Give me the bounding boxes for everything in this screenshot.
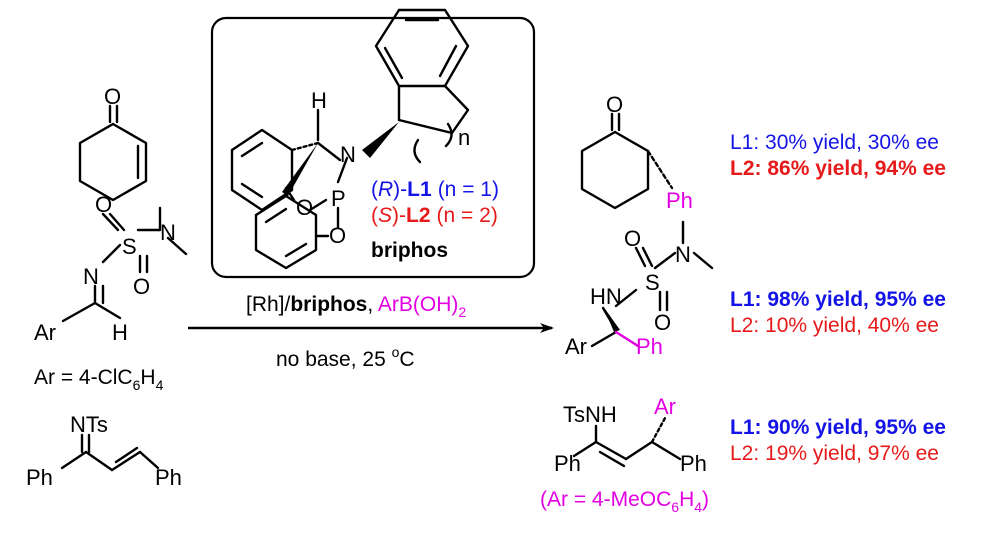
allyl-ar-prefix: Ar = 4-MeOC [547, 488, 671, 511]
product-amine: HN S O O N Ar Ph [565, 220, 714, 359]
result3-l1: L1: 90% yield, 95% ee [730, 416, 946, 439]
allyl-ph-right: Ph [680, 451, 707, 476]
amine-o-upper: O [624, 226, 641, 251]
ligand2-open: ( [371, 204, 378, 227]
conditions-temp-sup: o [392, 344, 400, 360]
imine-o-lower: O [133, 274, 150, 299]
conditions-line2: no base, 25 oC [276, 344, 415, 371]
amine-n: N [675, 242, 691, 267]
imine-ar-prefix: Ar = 4-ClC [34, 366, 133, 389]
diene-nts: NTs [70, 412, 108, 437]
amine-hn: HN [590, 284, 622, 309]
atom-p: P [331, 186, 346, 211]
substrate-sulfonyl-imine: N S O O N Ar H Ar = 4-ClC6H4 [34, 192, 188, 393]
substrate-cyclohexenone: O [78, 84, 148, 202]
conditions-catalyst: [Rh]/ [246, 293, 291, 316]
ligand1-label: (R)-L1 (n = 1) [371, 178, 499, 201]
allyl-ar-definition: (Ar = 4-MeOC6H4) [540, 488, 709, 515]
allyl-ar-sub1: 6 [671, 499, 679, 515]
product-allyl: TsNH Ar Ph Ph (Ar = 4-MeOC6H4) [540, 394, 709, 515]
ligand1-stereo: R [378, 178, 393, 201]
imine-ar: Ar [34, 320, 56, 345]
ligand1-open: ( [371, 178, 378, 201]
allyl-ar-sub2: 4 [694, 499, 702, 515]
ligand2-cond: (n = 2) [437, 204, 498, 227]
imine-h: H [112, 320, 128, 345]
product-ketone: O Ph [580, 92, 693, 213]
ketone-ph: Ph [666, 188, 693, 213]
conditions-ligand: briphos [290, 293, 367, 316]
ligand2-name: L2 [406, 204, 431, 227]
imine-n: N [83, 264, 99, 289]
result3-l2: L2: 19% yield, 97% ee [730, 442, 939, 465]
imine-nme2: N [160, 220, 176, 245]
allyl-ar-mid: H [679, 488, 694, 511]
reaction-arrow-group: [Rh]/briphos, ArB(OH)2 no base, 25 oC [188, 293, 554, 371]
atom-o-lower: O [329, 223, 346, 248]
amine-o-lower: O [654, 310, 671, 335]
enone-o: O [104, 84, 121, 109]
allyl-ar-open: ( [540, 488, 547, 511]
allyl-ph-left: Ph [554, 451, 581, 476]
imine-ar-sub2: 4 [156, 377, 164, 393]
atom-h: H [311, 88, 327, 113]
catalyst-box: H N P O O n (R)-L1(n = 1) (S)-L2(n = 2) … [210, 8, 536, 279]
result1-l1: L1: 30% yield, 30% ee [730, 131, 939, 154]
atom-n: N [340, 142, 356, 167]
ligand1-cond: (n = 1) [438, 178, 499, 201]
diene-ph-right: Ph [155, 465, 182, 490]
imine-ar-definition: Ar = 4-ClC6H4 [34, 366, 164, 393]
conditions-line1: [Rh]/briphos, ArB(OH)2 [246, 293, 466, 320]
ketone-o: O [606, 92, 623, 117]
amine-ar: Ar [565, 334, 587, 359]
ligand1-name: L1 [407, 178, 432, 201]
conditions-separator: , [367, 293, 378, 316]
diene-ph-left: Ph [26, 465, 53, 490]
allyl-tsnh: TsNH [563, 402, 617, 427]
allyl-ar-close: ) [702, 488, 709, 511]
ligand2-label: (S)-L2 (n = 2) [371, 204, 498, 227]
result2-l2: L2: 10% yield, 40% ee [730, 314, 939, 337]
amine-s: S [645, 270, 660, 295]
conditions-reagent-sub: 2 [458, 304, 466, 320]
substrate-azadiene: NTs Ph Ph [26, 412, 182, 490]
imine-ar-mid: H [140, 366, 155, 389]
atom-o-upper: O [296, 195, 313, 220]
briphos-name: briphos [371, 239, 448, 262]
allyl-ar: Ar [654, 394, 676, 419]
imine-ar-sub1: 6 [133, 377, 141, 393]
result1-l2: L2: 86% yield, 94% ee [730, 157, 946, 180]
catalyst-frame [210, 16, 536, 279]
amine-ph: Ph [636, 334, 663, 359]
conditions-base: no base, 25 [276, 348, 392, 371]
imine-o-upper: O [95, 192, 112, 217]
ring-size-n: n [458, 125, 470, 150]
briphos-structure [230, 8, 470, 270]
imine-s: S [122, 234, 137, 259]
ligand1-close: )- [393, 178, 407, 201]
ligand2-close: )- [392, 204, 406, 227]
conditions-reagent: ArB(OH) [378, 293, 459, 316]
ligand2-stereo: S [378, 204, 392, 227]
result2-l1: L1: 98% yield, 95% ee [730, 288, 946, 311]
conditions-temp-unit: C [399, 348, 414, 371]
